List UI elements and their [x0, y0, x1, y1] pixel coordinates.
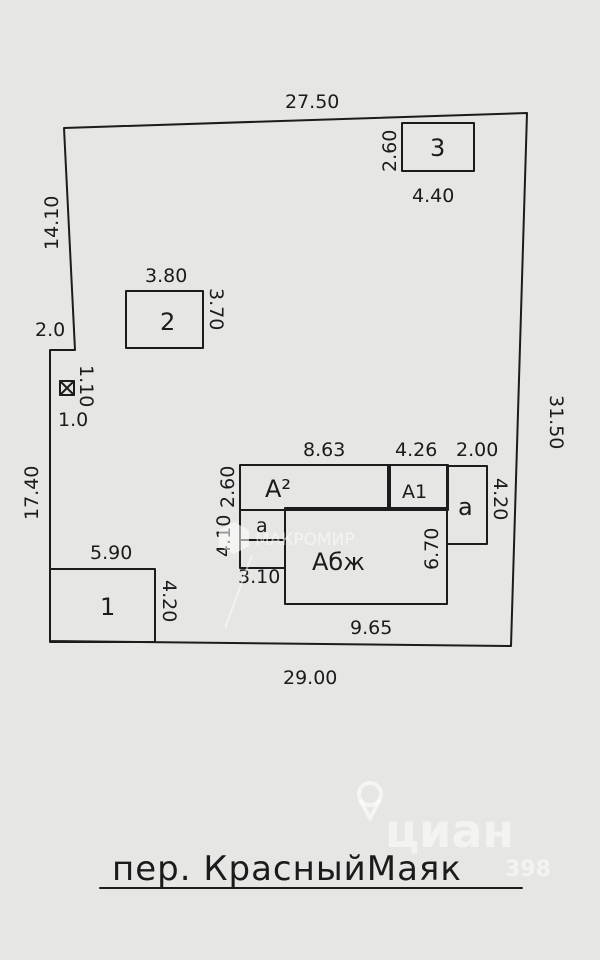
well-depth: 1.10: [75, 365, 97, 407]
building-1-width: 5.90: [90, 542, 132, 564]
well-icon: [59, 380, 75, 396]
house-a1-label: A1: [402, 481, 427, 503]
house-a-small-depth: 4.20: [489, 478, 511, 520]
street-name: пер. КрасныйМаяк: [112, 849, 462, 889]
dim-top: 27.50: [285, 91, 339, 113]
dim-bottom: 29.00: [283, 667, 337, 689]
building-3-label: 3: [430, 134, 445, 162]
cian-brand: циан: [385, 804, 514, 858]
dim-right: 31.50: [545, 395, 567, 449]
location-pin-icon: [357, 781, 383, 823]
house-left-cell: a: [256, 515, 268, 537]
macromir-logo-icon: [219, 522, 249, 554]
house-left-width: 3.10: [238, 566, 280, 588]
well-width: 1.0: [58, 409, 88, 431]
house-a2-depth: 2.60: [217, 466, 239, 508]
house-a-small-label: a: [458, 493, 473, 521]
house-a-small: [446, 465, 488, 545]
building-3-width: 4.40: [412, 185, 454, 207]
building-1: [49, 568, 156, 643]
building-2-depth: 3.70: [205, 288, 227, 330]
dim-lower-left: 17.40: [21, 466, 43, 520]
plot-boundary: [49, 112, 528, 647]
house-a2: [239, 464, 391, 511]
house-main-depth: 6.70: [421, 528, 443, 570]
cian-watermark: циан 398: [357, 781, 551, 882]
house-main-width: 9.65: [350, 617, 392, 639]
building-2-width: 3.80: [145, 265, 187, 287]
building-2: [125, 290, 204, 349]
macromir-watermark: МАКРОМИР: [219, 522, 355, 629]
building-2-label: 2: [160, 308, 175, 336]
macromir-text: МАКРОМИР: [255, 530, 355, 550]
cian-code: 398: [505, 857, 551, 882]
house-a-small-width: 2.00: [456, 439, 498, 461]
building-1-label: 1: [100, 593, 115, 621]
building-1-depth: 4.20: [158, 580, 180, 622]
house-a2-width: 8.63: [303, 439, 345, 461]
building-3-depth: 2.60: [379, 130, 401, 172]
dim-upper-left: 14.10: [41, 196, 63, 250]
dim-notch: 2.0: [35, 319, 65, 341]
house-main-label: Aбж: [312, 548, 365, 576]
house-a2-label: A²: [265, 475, 291, 503]
house-a1-width: 4.26: [395, 439, 437, 461]
building-3: [401, 122, 475, 172]
